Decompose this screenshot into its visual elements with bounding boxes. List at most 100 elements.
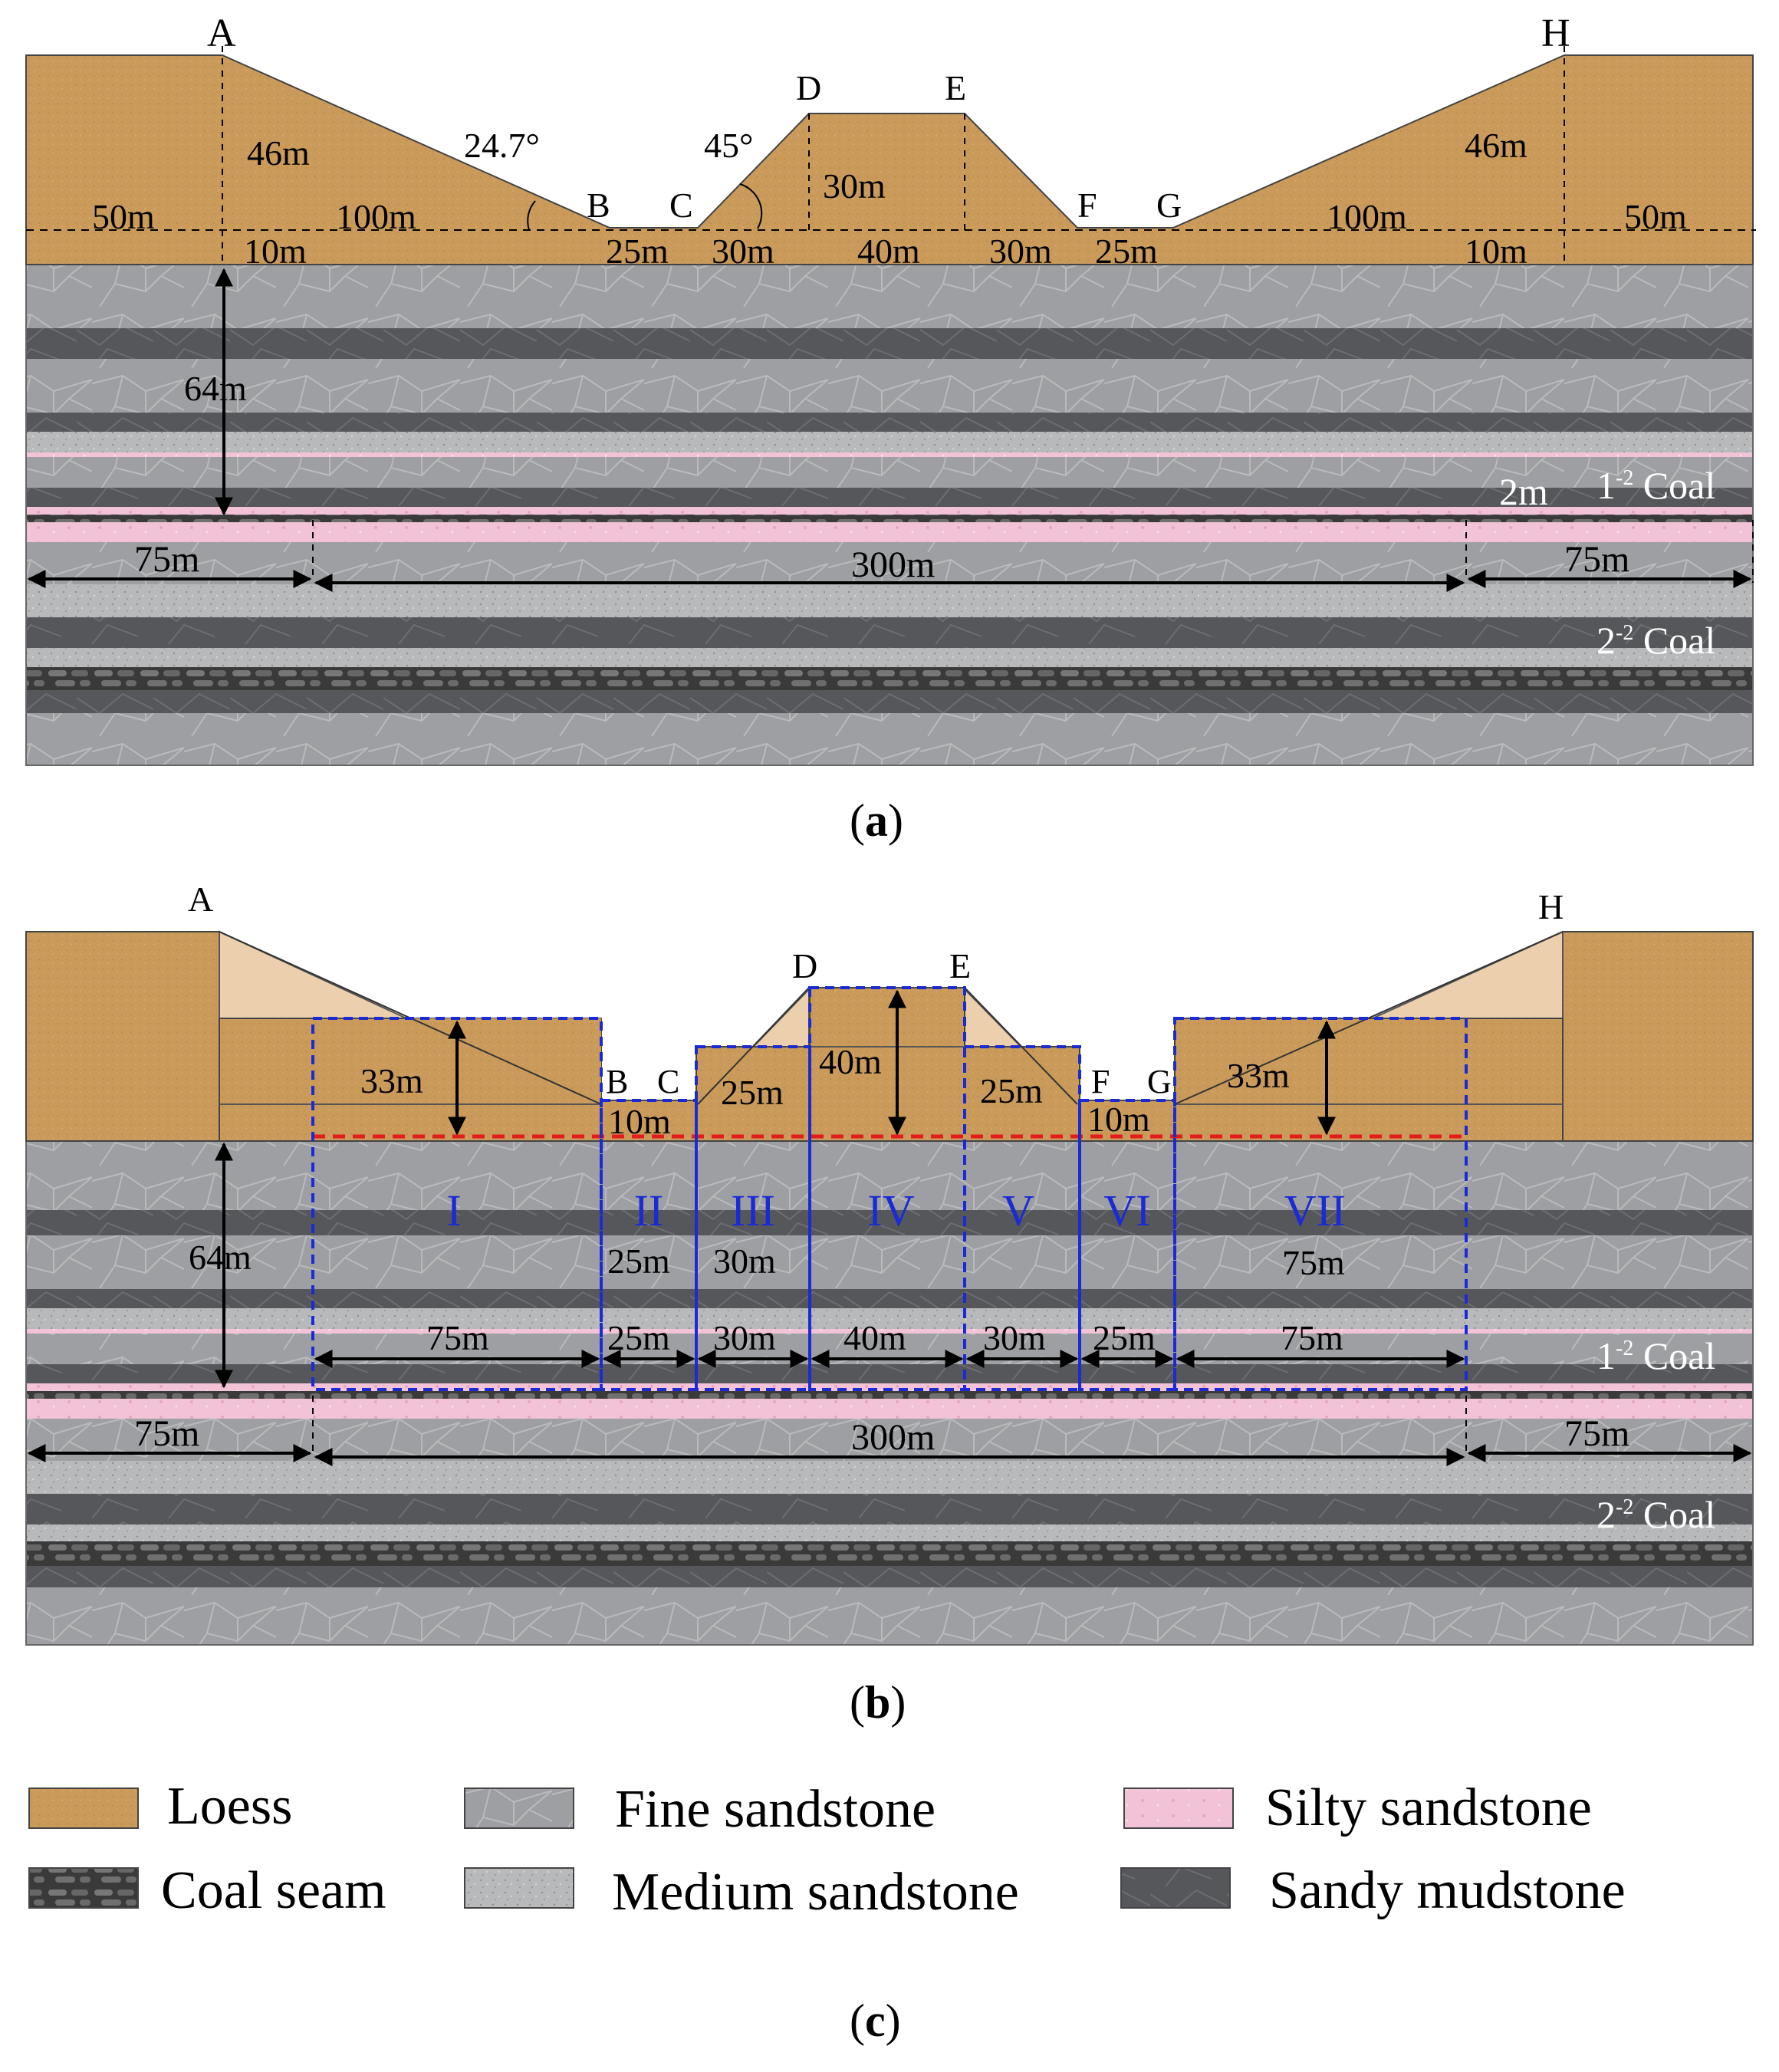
dim-w-25-right: 25m: [1093, 1318, 1156, 1357]
dim-e-25: 25m: [980, 1071, 1043, 1110]
point-g-label: G: [1156, 186, 1182, 225]
dim-span-300: 300m: [851, 544, 935, 585]
dim-center-40: 40m: [819, 1042, 882, 1081]
dim-bottom-25-left: 25m: [606, 232, 669, 271]
legend-swatch-medium-sandstone: [464, 1867, 574, 1909]
strata-b: [25, 1140, 1754, 1646]
zone-label-1: I: [446, 1186, 461, 1235]
dim-c-25: 25m: [721, 1073, 784, 1112]
dim-left-75-b: 75m: [134, 1413, 199, 1454]
dim-bottom-30-left: 30m: [712, 232, 774, 271]
dim-w-30-left: 30m: [713, 1318, 776, 1357]
stratum-sandy-mudstone: [26, 1566, 1753, 1587]
angle-arc-mid: [739, 183, 763, 229]
angle-label-left: 24.7°: [464, 126, 540, 165]
dim-zone2-25: 25m: [607, 1242, 670, 1281]
dim-w-40: 40m: [843, 1318, 906, 1357]
dim-w-25-left: 25m: [607, 1318, 670, 1357]
stratum-sandy-mudstone: [26, 413, 1753, 432]
point-d-label: D: [792, 946, 817, 985]
zone-label-4: IV: [867, 1186, 914, 1235]
dim-left-75: 75m: [134, 539, 199, 580]
point-e-label: E: [949, 946, 971, 985]
angle-arc-left: [527, 200, 536, 231]
panel-a: A B C D E F G H 24.7° 45° 46m 46m 30m 50…: [25, 12, 1756, 846]
loess-block-right: [1562, 931, 1754, 1142]
stratum-medium-sandstone: [26, 1524, 1753, 1541]
caption-c: (c): [850, 1995, 901, 2046]
zone-box-5: [963, 1045, 1081, 1391]
stratum-medium-sandstone: [26, 584, 1753, 617]
panel-b: A B C D E F G H 33m 33m 10m 10m 25m 25m …: [25, 880, 1754, 1728]
legend-swatch-silty-sandstone: [1123, 1788, 1234, 1829]
zone-label-5: V: [1002, 1186, 1034, 1235]
dim-left-outer: 50m: [92, 197, 155, 236]
stratum-silty-sandstone: [26, 1399, 1753, 1419]
zone-box-7: [1173, 1017, 1468, 1391]
point-a-label: A: [207, 12, 236, 55]
stratum-sandy-mudstone: [26, 1494, 1753, 1524]
dim-bottom-25-right: 25m: [1095, 232, 1158, 271]
stratum-sandy-mudstone: [26, 328, 1753, 359]
stratum-sandy-mudstone: [26, 690, 1753, 713]
legend-swatch-coal-seam: [28, 1867, 139, 1909]
legend-label-fine-sandstone: Fine sandstone: [615, 1780, 936, 1839]
stratum-fine-sandstone: [26, 265, 1753, 328]
point-b-label: B: [587, 186, 610, 225]
coal-2-2-label: 2-2 Coal: [1596, 619, 1715, 662]
slope-line-right: [1174, 931, 1564, 1105]
legend: Loess Fine sandstone Silty sandstone Coa…: [28, 1777, 1626, 2046]
dim-coal-thickness: 2m: [1499, 470, 1548, 513]
caption-b: (b): [850, 1677, 906, 1728]
stratum-sandy-mudstone: [26, 488, 1753, 507]
stratum-fine-sandstone: [26, 359, 1753, 413]
point-g-label: G: [1147, 1063, 1172, 1100]
zone-box-1: [311, 1017, 603, 1391]
point-h-label: H: [1541, 12, 1570, 55]
stratum-fine-sandstone: [26, 457, 1753, 488]
dim-right-75: 75m: [1564, 539, 1629, 580]
stratum-fine-sandstone: [26, 713, 1753, 765]
dim-right-height: 46m: [1465, 126, 1527, 165]
zone-box-2: [600, 1099, 698, 1391]
stratum-fine-sandstone: [26, 1235, 1753, 1289]
dim-right-33: 33m: [1227, 1056, 1290, 1095]
caption-a: (a): [850, 795, 903, 846]
dim-bottom-40: 40m: [857, 232, 920, 271]
zone-label-2: II: [634, 1186, 664, 1235]
dim-right-75-b: 75m: [1564, 1413, 1629, 1454]
dim-depth-b: 64m: [189, 1238, 252, 1277]
stratum-silty-sandstone: [26, 1329, 1753, 1334]
zone-box-6: [1078, 1099, 1176, 1391]
stratum-coal-seam: [26, 1391, 1753, 1399]
stratum-sandy-mudstone: [26, 617, 1753, 648]
point-a-label: A: [188, 880, 213, 919]
point-c-label: C: [657, 1063, 679, 1100]
dim-zone3-30: 30m: [713, 1242, 776, 1281]
dim-right-10: 10m: [1465, 232, 1527, 271]
stratum-sandy-mudstone: [26, 1289, 1753, 1308]
dim-bc-10: 10m: [608, 1102, 671, 1141]
zone-boxes: [311, 986, 1468, 1391]
legend-label-sandy-mudstone: Sandy mudstone: [1269, 1861, 1626, 1920]
legend-swatch-fine-sandstone: [464, 1788, 574, 1829]
dim-bottom-30-right: 30m: [989, 232, 1052, 271]
dim-left-slope: 100m: [336, 197, 416, 236]
stratum-coal-seam: [26, 1541, 1753, 1566]
stratum-silty-sandstone: [26, 507, 1753, 515]
stratum-medium-sandstone: [26, 648, 1753, 667]
stratum-fine-sandstone: [26, 1587, 1753, 1645]
coal-1-2-label: 1-2 Coal: [1596, 1334, 1715, 1377]
dim-left-33: 33m: [360, 1061, 423, 1100]
loess-block-left: [25, 931, 220, 1142]
legend-swatch-sandy-mudstone: [1120, 1867, 1231, 1909]
dim-w-75-right: 75m: [1281, 1318, 1343, 1357]
dim-left-10: 10m: [244, 232, 307, 271]
dim-w-30-right: 30m: [983, 1318, 1046, 1357]
legend-swatch-loess: [28, 1788, 139, 1829]
stratum-medium-sandstone: [26, 1461, 1753, 1494]
slope-line-d: [697, 987, 810, 1105]
slope-line-e: [964, 987, 1078, 1105]
legend-label-loess: Loess: [167, 1777, 292, 1836]
